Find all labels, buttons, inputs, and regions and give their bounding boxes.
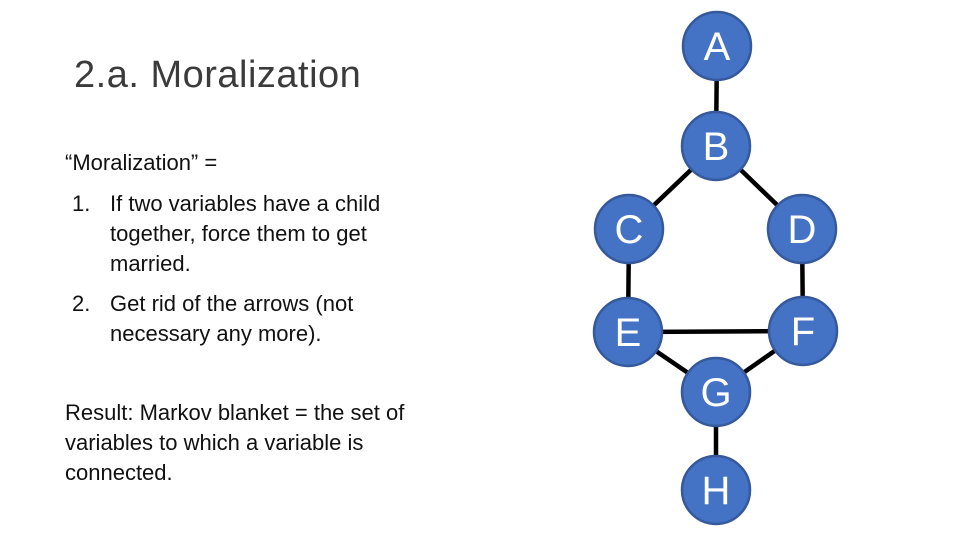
definition-intro: “Moralization” = xyxy=(65,150,218,175)
list-item-number: 2. xyxy=(72,291,91,316)
node-circle xyxy=(680,454,752,526)
node-label: C xyxy=(615,208,644,252)
node-circle xyxy=(680,110,752,182)
list-item-text: Get rid of the arrows (not necessary any… xyxy=(110,291,354,346)
graph-node-h: H xyxy=(680,454,752,526)
node-label: A xyxy=(704,25,731,69)
graph-node-c: C xyxy=(593,193,665,265)
node-label: G xyxy=(700,371,731,415)
list-item: 1. If two variables have a child togethe… xyxy=(65,189,465,279)
result-text: Result: Markov blanket = the set of vari… xyxy=(65,400,405,485)
node-circle xyxy=(680,356,752,428)
graph-node-e: E xyxy=(592,296,664,368)
page-title: 2.a. Moralization xyxy=(74,54,362,96)
list-item: 2. Get rid of the arrows (not necessary … xyxy=(65,289,465,349)
node-circle xyxy=(767,295,839,367)
node-circle xyxy=(592,296,664,368)
graph-node-d: D xyxy=(766,193,838,265)
node-circle xyxy=(766,193,838,265)
graph-node-b: B xyxy=(680,110,752,182)
node-label: H xyxy=(702,469,731,513)
node-circle xyxy=(681,10,753,82)
steps-list: 1. If two variables have a child togethe… xyxy=(65,189,465,349)
node-label: D xyxy=(788,208,817,252)
list-item-text: If two variables have a child together, … xyxy=(110,191,381,276)
node-label: B xyxy=(703,125,730,169)
node-label: E xyxy=(615,311,642,355)
node-label: F xyxy=(791,310,815,354)
graph-node-f: F xyxy=(767,295,839,367)
graph-node-g: G xyxy=(680,356,752,428)
node-circle xyxy=(593,193,665,265)
list-item-number: 1. xyxy=(72,191,91,216)
graph-node-a: A xyxy=(681,10,753,82)
